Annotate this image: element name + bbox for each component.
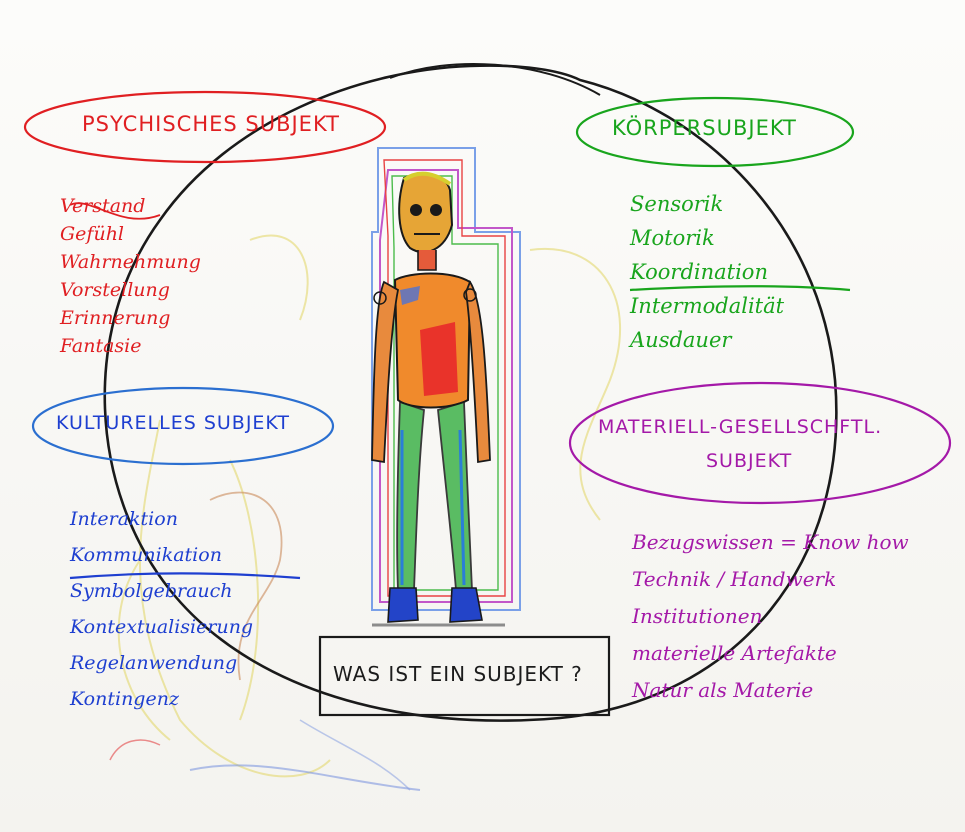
koerper-list: Sensorik Motorik Koordination Intermodal… [630, 192, 784, 362]
list-item: Regelanwendung [70, 652, 253, 688]
list-item: materielle Artefakte [632, 641, 909, 678]
list-item: Koordination [630, 260, 784, 294]
list-item: Kontextualisierung [70, 616, 253, 652]
figure-foot-left [388, 588, 418, 622]
list-item: Institutionen [632, 604, 909, 641]
list-item: Intermodalität [630, 294, 784, 328]
figure-foot-right [450, 588, 482, 622]
kulturelles-title: KULTURELLES SUBJEKT [56, 414, 290, 433]
outer-circle-overlap [390, 64, 600, 95]
figure-eye-left [410, 204, 422, 216]
figure-head [399, 174, 452, 253]
materiell-list: Bezugswissen = Know how Technik / Handwe… [632, 530, 909, 715]
list-item: Erinnerung [60, 307, 201, 335]
list-item: Kommunikation [70, 544, 253, 580]
koerper-title: KÖRPERSUBJEKT [612, 118, 797, 139]
list-item: Natur als Materie [632, 678, 909, 715]
list-item: Sensorik [630, 192, 784, 226]
materiell-title-line1: MATERIELL-GESELLSCHFTL. [598, 418, 882, 437]
list-item: Interaktion [70, 508, 253, 544]
kulturelles-list: Interaktion Kommunikation Symbolgebrauch… [70, 508, 253, 724]
list-item: Verstand [60, 195, 201, 223]
figure-eye-right [430, 204, 442, 216]
psychisches-title: PSYCHISCHES SUBJEKT [82, 114, 340, 135]
figure-body [372, 174, 505, 625]
list-item: Gefühl [60, 223, 201, 251]
yellow-scribble-top [250, 235, 308, 320]
psychisches-list: Verstand Gefühl Wahrnehmung Vorstellung … [60, 195, 201, 363]
list-item: Technik / Handwerk [632, 567, 909, 604]
figure-chest-red [420, 322, 458, 396]
list-item: Kontingenz [70, 688, 253, 724]
list-item: Fantasie [60, 335, 201, 363]
list-item: Motorik [630, 226, 784, 260]
figure-arm-right [466, 282, 490, 462]
figure-neck [418, 250, 436, 270]
list-item: Symbolgebrauch [70, 580, 253, 616]
materiell-title-line2: SUBJEKT [706, 452, 792, 471]
list-item: Ausdauer [630, 328, 784, 362]
figure-leg-right [438, 402, 472, 590]
red-tick [110, 740, 160, 760]
oval-materiell [570, 383, 950, 503]
list-item: Vorstellung [60, 279, 201, 307]
list-item: Bezugswissen = Know how [632, 530, 909, 567]
center-question: WAS IST EIN SUBJEKT ? [333, 664, 583, 684]
list-item: Wahrnehmung [60, 251, 201, 279]
